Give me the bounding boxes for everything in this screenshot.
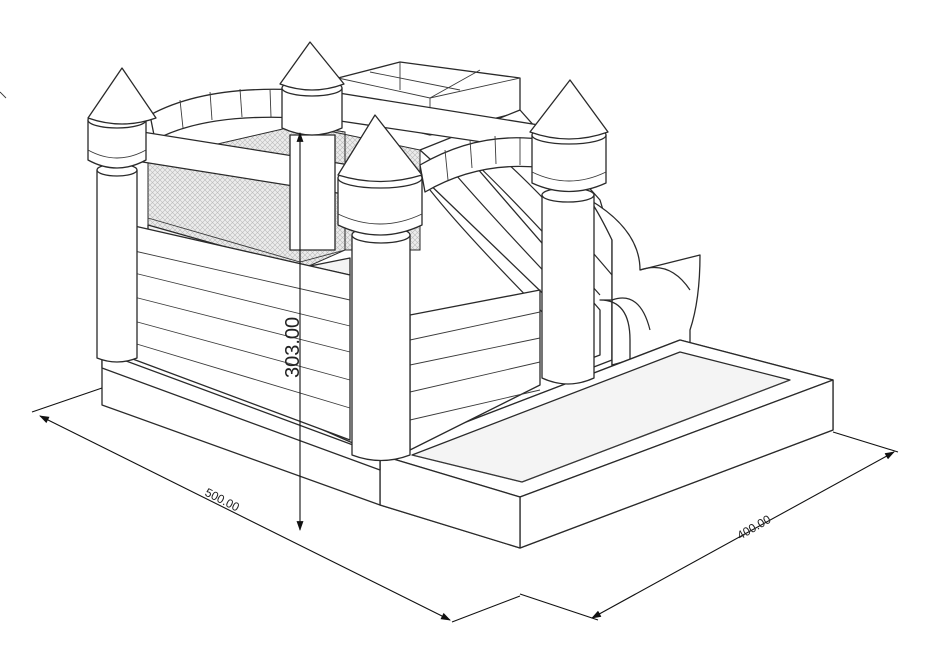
tower-back-middle [279,41,345,251]
tower-front-middle [337,114,423,462]
length-label: 500.00 [203,485,242,514]
edge-mark [0,91,7,99]
inner-floor [409,289,541,451]
height-label: 303.00 [282,317,304,378]
tower-front-right [529,79,609,385]
tower-back-left [87,67,157,363]
width-label: 400.00 [735,512,774,543]
